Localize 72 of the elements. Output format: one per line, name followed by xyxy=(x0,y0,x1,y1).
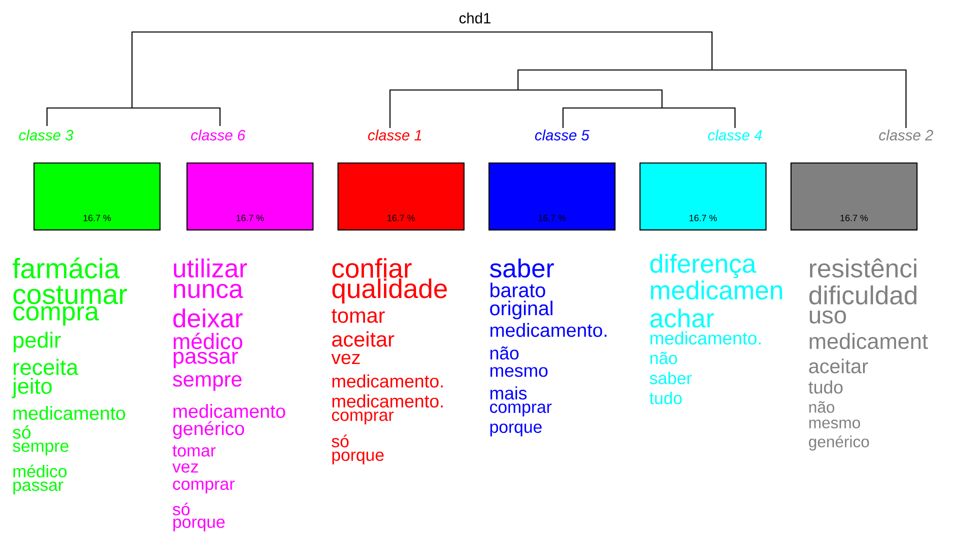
word: saber xyxy=(490,258,554,278)
word: vez xyxy=(172,463,198,473)
word: compra xyxy=(13,306,99,326)
word: médico xyxy=(174,332,242,350)
word: porque xyxy=(173,518,225,532)
class-label: classe 5 xyxy=(535,130,590,140)
word: saber xyxy=(650,372,692,384)
word: aceitar xyxy=(809,358,868,374)
word: passar xyxy=(13,482,64,494)
word: medicamento. xyxy=(332,374,443,388)
word: mais xyxy=(490,386,527,400)
word: só xyxy=(332,434,349,448)
word: jeito xyxy=(12,378,52,398)
title: chd1 xyxy=(459,12,490,24)
word: barato xyxy=(490,282,546,298)
word: comprar xyxy=(332,412,394,424)
word: original xyxy=(490,300,552,320)
word: dificuldad xyxy=(809,285,916,305)
word: achar xyxy=(650,308,714,328)
word: comprar xyxy=(173,480,235,494)
class-box: 16.7 % xyxy=(488,162,616,230)
word: tudo xyxy=(650,392,682,404)
word: medicamento xyxy=(174,404,286,418)
word: resistênci xyxy=(810,258,916,278)
word: passar xyxy=(174,352,238,368)
word: tomar xyxy=(332,309,385,323)
word: porque xyxy=(332,452,384,464)
word: genérico xyxy=(173,421,244,439)
word: medicamento. xyxy=(490,323,606,337)
word: receita xyxy=(14,358,78,376)
class-label: classe 1 xyxy=(368,130,422,140)
class-box: 16.7 % xyxy=(639,162,767,230)
word: medicamento. xyxy=(332,394,443,408)
word: medicamen xyxy=(651,280,782,300)
class-box: 16.7 % xyxy=(186,162,314,230)
word: só xyxy=(172,502,190,516)
class-box: 16.7 % xyxy=(337,162,465,230)
word: mesmo xyxy=(490,367,548,377)
word: costumar xyxy=(13,286,127,304)
class-box: 16.7 % xyxy=(33,162,161,230)
word: qualidade xyxy=(332,278,447,304)
word: uso xyxy=(810,310,846,324)
word: médico xyxy=(13,464,67,478)
word: medicamento. xyxy=(650,331,761,345)
class-label: classe 3 xyxy=(19,130,74,140)
word: nunca xyxy=(174,284,244,298)
class-label: classe 2 xyxy=(879,130,934,140)
class-label: classe 4 xyxy=(708,130,762,140)
word: diferença xyxy=(650,254,756,278)
word: sempre xyxy=(172,375,242,391)
word: farmácia xyxy=(12,258,120,278)
word: medicamento xyxy=(14,406,126,420)
word: tomar xyxy=(172,445,216,457)
word: confiar xyxy=(332,258,412,278)
word: sempre xyxy=(12,442,68,456)
word: utilizar xyxy=(174,258,247,278)
word: não xyxy=(650,352,678,364)
word: mesmo xyxy=(809,420,860,428)
class-box: 16.7 % xyxy=(790,162,918,230)
class-label: classe 6 xyxy=(191,130,246,140)
word: deixar xyxy=(173,308,243,328)
word: tudo xyxy=(808,380,843,394)
word: não xyxy=(809,401,834,413)
word: medicament xyxy=(810,332,928,350)
word: comprar xyxy=(490,404,552,416)
word: porque xyxy=(490,424,542,436)
word: pedir xyxy=(14,332,61,352)
word: aceitar xyxy=(332,331,394,347)
word: vez xyxy=(331,354,360,364)
word: genérico xyxy=(808,435,869,451)
word: não xyxy=(490,346,519,360)
word: só xyxy=(12,425,31,439)
